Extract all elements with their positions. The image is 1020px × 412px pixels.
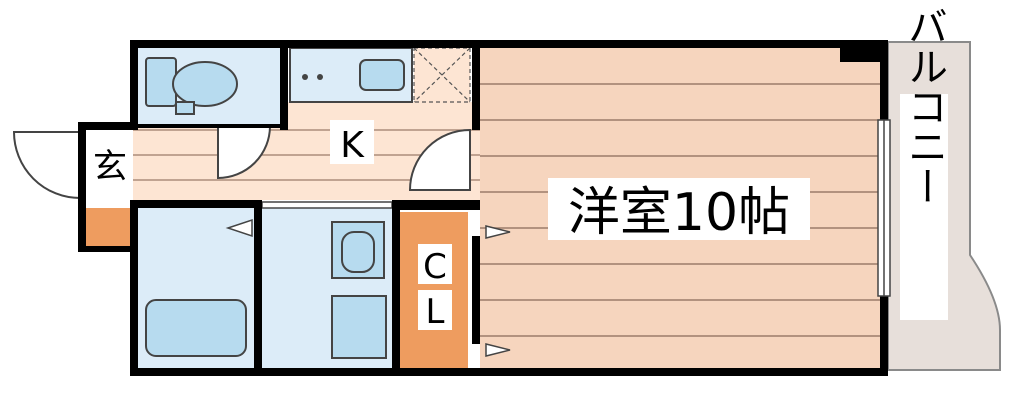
balcony-label: バルコニー: [901, 6, 947, 206]
room-label: 洋室10帖: [568, 183, 790, 243]
fridge-space-icon: [413, 47, 471, 103]
kitchen-counter: [289, 47, 471, 103]
room-door-icon: [408, 128, 471, 191]
closet-label-l: L: [426, 292, 445, 332]
stove-burner-icon: [302, 74, 308, 80]
kitchen-label: K: [340, 125, 365, 166]
washbasin-icon: [331, 221, 385, 279]
genkan-label: 玄: [93, 147, 127, 187]
entrance-step: [86, 208, 130, 246]
toilet-door-icon: [217, 125, 272, 180]
washing-machine-space-icon: [331, 295, 387, 359]
toilet-icon: [145, 57, 238, 115]
sink-icon: [359, 59, 405, 91]
balcony-window: [877, 119, 891, 297]
stove-burner-icon: [317, 74, 323, 80]
closet-label-c: C: [423, 247, 447, 287]
entrance-door-icon: [12, 131, 81, 200]
bathtub-icon: [145, 299, 247, 357]
doors: [12, 125, 471, 200]
